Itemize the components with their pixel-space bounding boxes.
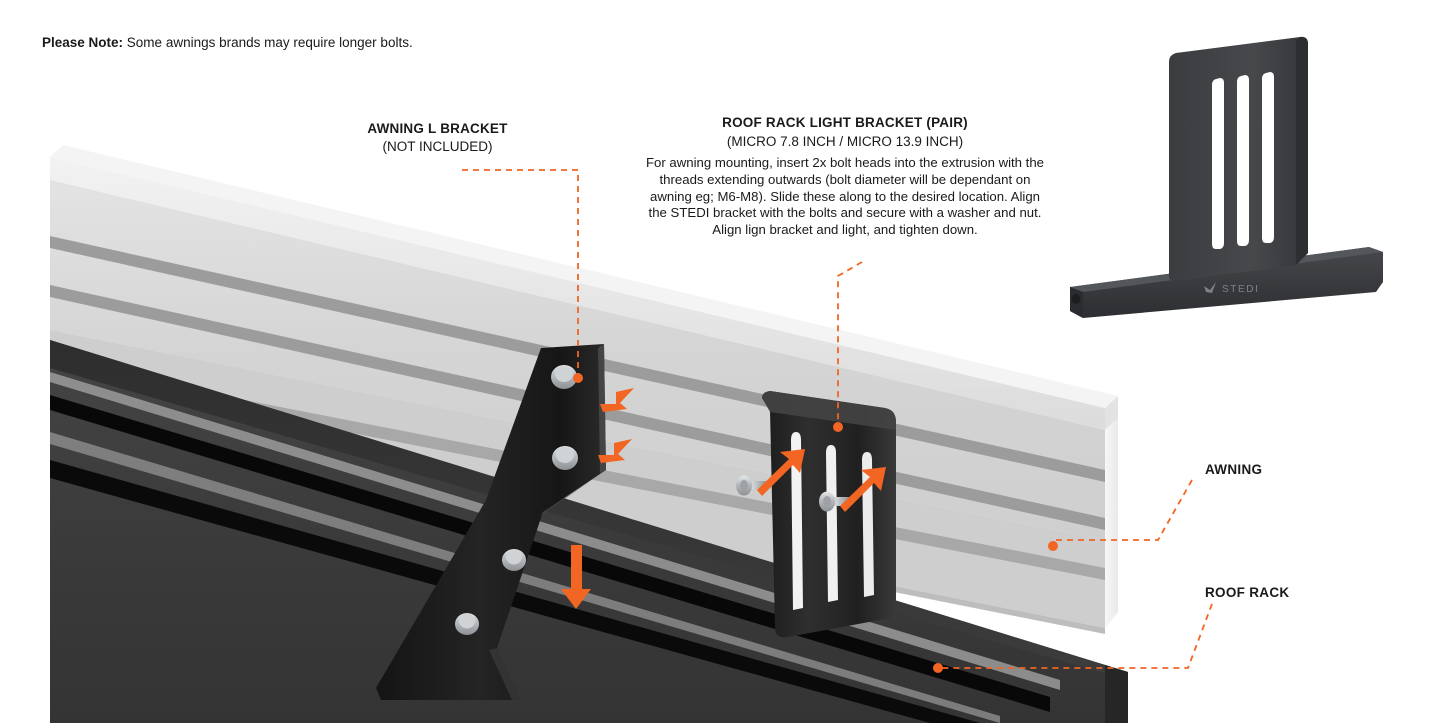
- l-bracket-bolt-mid: [552, 446, 578, 470]
- please-note-text: Please Note: Some awnings brands may req…: [42, 34, 413, 52]
- arrow-slide-up-right-2: [598, 439, 632, 463]
- product-render: STEDI: [1070, 36, 1383, 318]
- callout-awning-l-bracket: AWNING L BRACKET (NOT INCLUDED): [305, 120, 570, 156]
- leader-l-bracket: [462, 169, 579, 378]
- callout-light-bracket-subheading: (MICRO 7.8 INCH / MICRO 13.9 INCH): [726, 134, 964, 149]
- leader-dot-l-bracket: [573, 373, 583, 383]
- callout-light-bracket-body: For awning mounting, insert 2x bolt head…: [645, 155, 1045, 238]
- please-note-body: Some awnings brands may require longer b…: [123, 35, 413, 50]
- leader-dot-roof-rack: [933, 663, 943, 673]
- product-slots: [1212, 72, 1274, 249]
- leader-light-bracket: [837, 261, 863, 428]
- product-vertical-plate: STEDI: [1169, 36, 1308, 295]
- callout-roof-rack-label: ROOF RACK: [1205, 585, 1290, 600]
- light-bracket-bolt-1: [736, 475, 766, 496]
- leader-dots: [573, 373, 1058, 673]
- callout-l-bracket-subheading: (NOT INCLUDED): [382, 139, 493, 154]
- brand-logo: STEDI: [1204, 282, 1259, 295]
- leader-dot-awning: [1048, 541, 1058, 551]
- motion-arrows: [561, 388, 886, 609]
- leader-lines: [462, 169, 1213, 669]
- light-bracket-bolt-2: [819, 491, 849, 512]
- callout-light-bracket-heading: ROOF RACK LIGHT BRACKET (PAIR): [722, 115, 968, 130]
- callout-roof-rack-light-bracket: ROOF RACK LIGHT BRACKET (PAIR) (MICRO 7.…: [640, 114, 1050, 239]
- arrow-bolt-into-slot-1: [757, 449, 805, 496]
- please-note-lead: Please Note:: [42, 35, 124, 50]
- leader-dot-light-bracket: [833, 422, 843, 432]
- arrow-insert-down: [561, 545, 591, 609]
- l-bracket-bolt-lower-1: [502, 549, 526, 571]
- arrow-slide-up-right-1: [600, 388, 634, 412]
- callout-awning-label: AWNING: [1205, 462, 1263, 477]
- l-bracket-bolt-lower-2: [455, 613, 479, 635]
- l-bracket-bolt-top: [551, 365, 577, 389]
- awning-l-bracket: [376, 344, 606, 700]
- leader-roof-rack: [940, 603, 1213, 669]
- arrow-bolt-into-slot-2: [840, 467, 886, 512]
- svg-text:STEDI: STEDI: [1222, 284, 1259, 295]
- callout-l-bracket-heading: AWNING L BRACKET: [367, 121, 508, 136]
- leader-awning: [1056, 479, 1193, 541]
